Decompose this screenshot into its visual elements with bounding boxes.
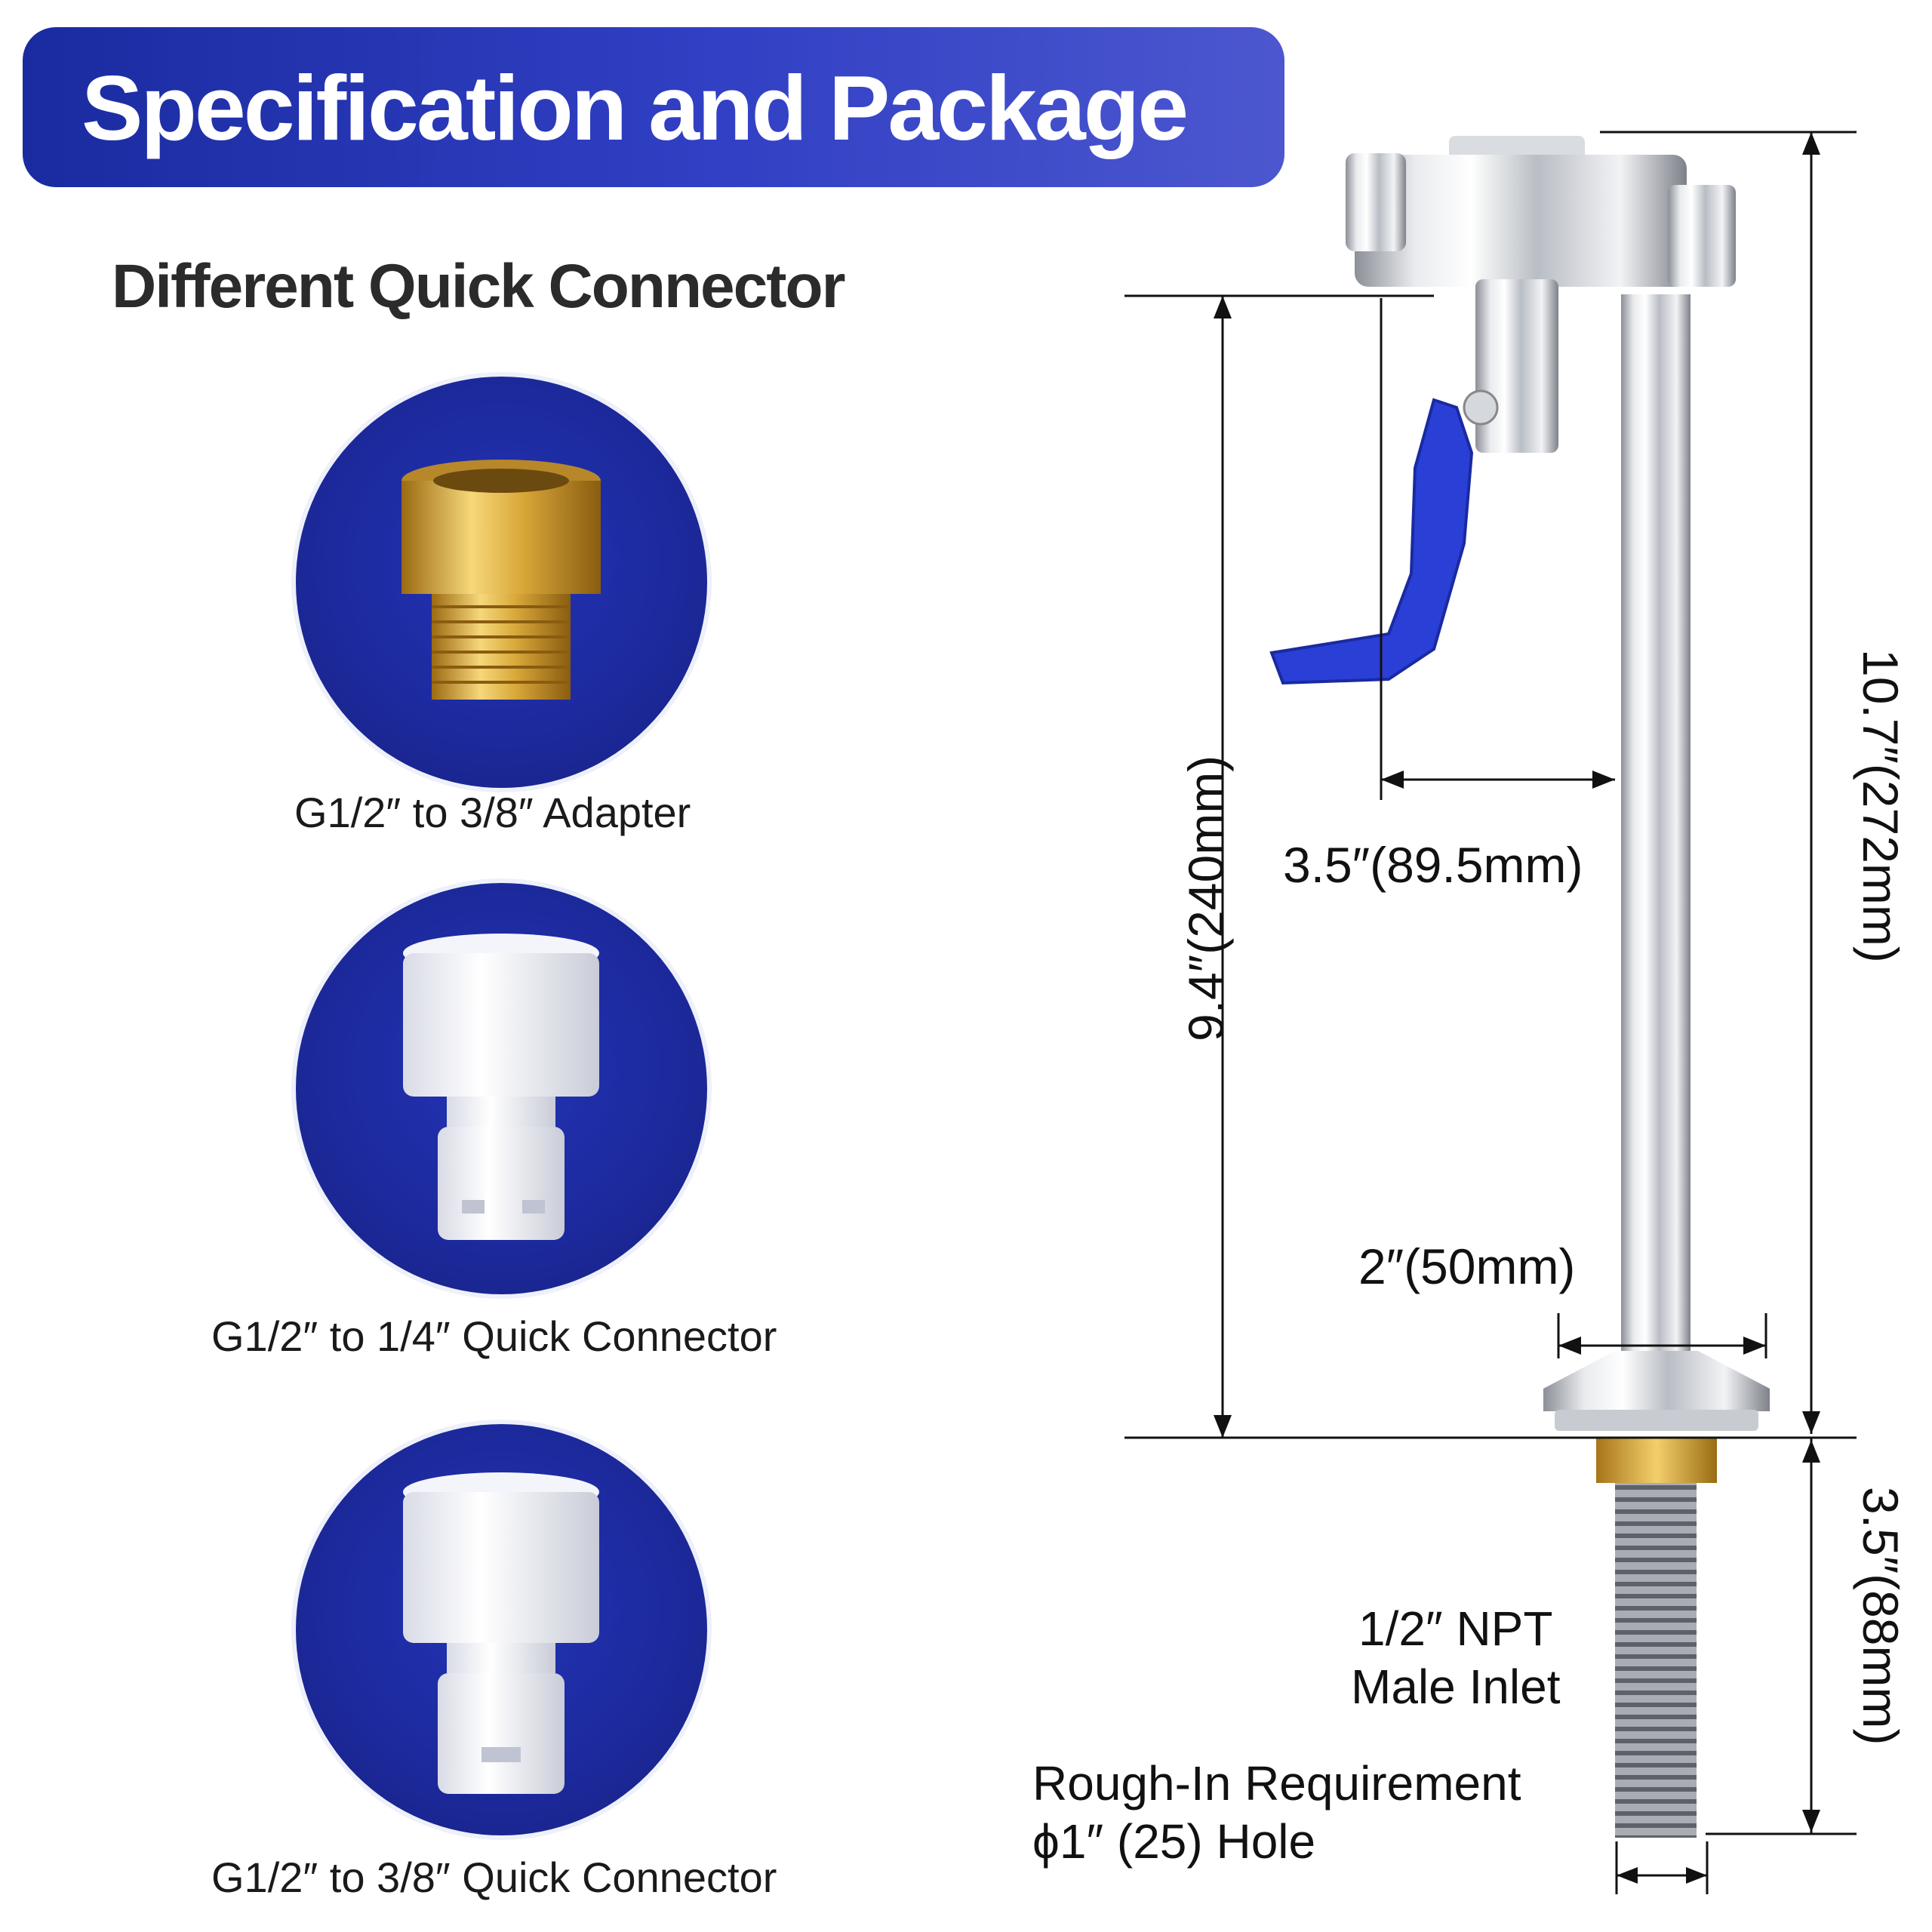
faucet-post (1621, 294, 1690, 1366)
header-banner: Specification and Package (23, 27, 1284, 187)
inlet-line1: 1/2″ NPT (1358, 1601, 1553, 1656)
spout-reach-label: 3.5″(89.5mm) (1283, 837, 1583, 893)
spout-height-label: 9.4″(240mm) (1178, 755, 1234, 1041)
page-title: Specification and Package (82, 57, 1189, 159)
brass-adapter-icon (401, 460, 601, 700)
brass-nut (1596, 1438, 1717, 1483)
inlet-line2: Male Inlet (1351, 1659, 1561, 1714)
connector-circle-1 (296, 377, 707, 788)
section-title: Different Quick Connector (112, 252, 846, 321)
shank-length-label: 3.5″(88mm) (1853, 1487, 1909, 1746)
threaded-shank (1615, 1483, 1697, 1838)
rough-in-label: Rough-In Requirement ϕ1″ (25) Hole (1032, 1755, 1521, 1871)
connector-label-2: G1/2″ to 1/4″ Quick Connector (211, 1312, 777, 1360)
blue-lever-icon (1269, 398, 1474, 685)
inlet-label: 1/2″ NPT Male Inlet (1351, 1600, 1560, 1716)
base-diameter-label: 2″(50mm) (1358, 1238, 1576, 1294)
connector-circle-3 (296, 1424, 707, 1835)
overall-height-label: 10.7″(272mm) (1853, 649, 1909, 963)
faucet-base (1543, 1351, 1770, 1411)
rough-in-line2: ϕ1″ (25) Hole (1032, 1814, 1316, 1869)
rough-in-line1: Rough-In Requirement (1032, 1756, 1521, 1810)
white-quick-connector-icon (403, 1472, 599, 1794)
connector-circle-2 (296, 883, 707, 1294)
connector-label-1: G1/2″ to 3/8″ Adapter (294, 789, 691, 836)
connector-label-3: G1/2″ to 3/8″ Quick Connector (211, 1854, 777, 1901)
white-quick-connector-icon (403, 934, 599, 1240)
